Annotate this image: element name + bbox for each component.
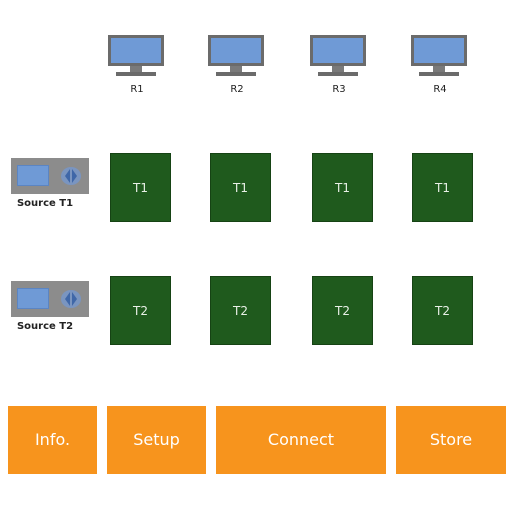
source-t2: Source T2 — [11, 281, 89, 332]
receiver-label: R4 — [433, 84, 447, 95]
setup-button[interactable]: Setup — [107, 406, 206, 474]
monitor-icon — [208, 35, 264, 76]
info-button[interactable]: Info. — [8, 406, 97, 474]
tile-t1-r4[interactable]: T1 — [412, 153, 473, 222]
source-label: Source T2 — [16, 321, 74, 332]
receiver-r2: R2 — [207, 34, 267, 95]
receiver-r4: R4 — [410, 34, 470, 95]
connect-button[interactable]: Connect — [216, 406, 386, 474]
receiver-label: R2 — [230, 84, 244, 95]
monitor-icon — [310, 35, 366, 76]
source-device-icon — [11, 158, 89, 194]
tile-t1-r1[interactable]: T1 — [110, 153, 171, 222]
tile-t2-r4[interactable]: T2 — [412, 276, 473, 345]
tile-t1-r2[interactable]: T1 — [210, 153, 271, 222]
source-screen — [17, 288, 49, 309]
source-screen — [17, 165, 49, 186]
source-knob-icon — [61, 167, 81, 185]
tile-t1-r3[interactable]: T1 — [312, 153, 373, 222]
receiver-r1: R1 — [107, 34, 167, 95]
source-t1: Source T1 — [11, 158, 89, 209]
source-device-icon — [11, 281, 89, 317]
source-label: Source T1 — [16, 198, 74, 209]
tile-t2-r3[interactable]: T2 — [312, 276, 373, 345]
monitor-icon — [411, 35, 467, 76]
receiver-label: R1 — [130, 84, 144, 95]
monitor-icon — [108, 35, 164, 76]
store-button[interactable]: Store — [396, 406, 506, 474]
receiver-label: R3 — [332, 84, 346, 95]
receiver-r3: R3 — [309, 34, 369, 95]
source-knob-icon — [61, 290, 81, 308]
tile-t2-r2[interactable]: T2 — [210, 276, 271, 345]
tile-t2-r1[interactable]: T2 — [110, 276, 171, 345]
